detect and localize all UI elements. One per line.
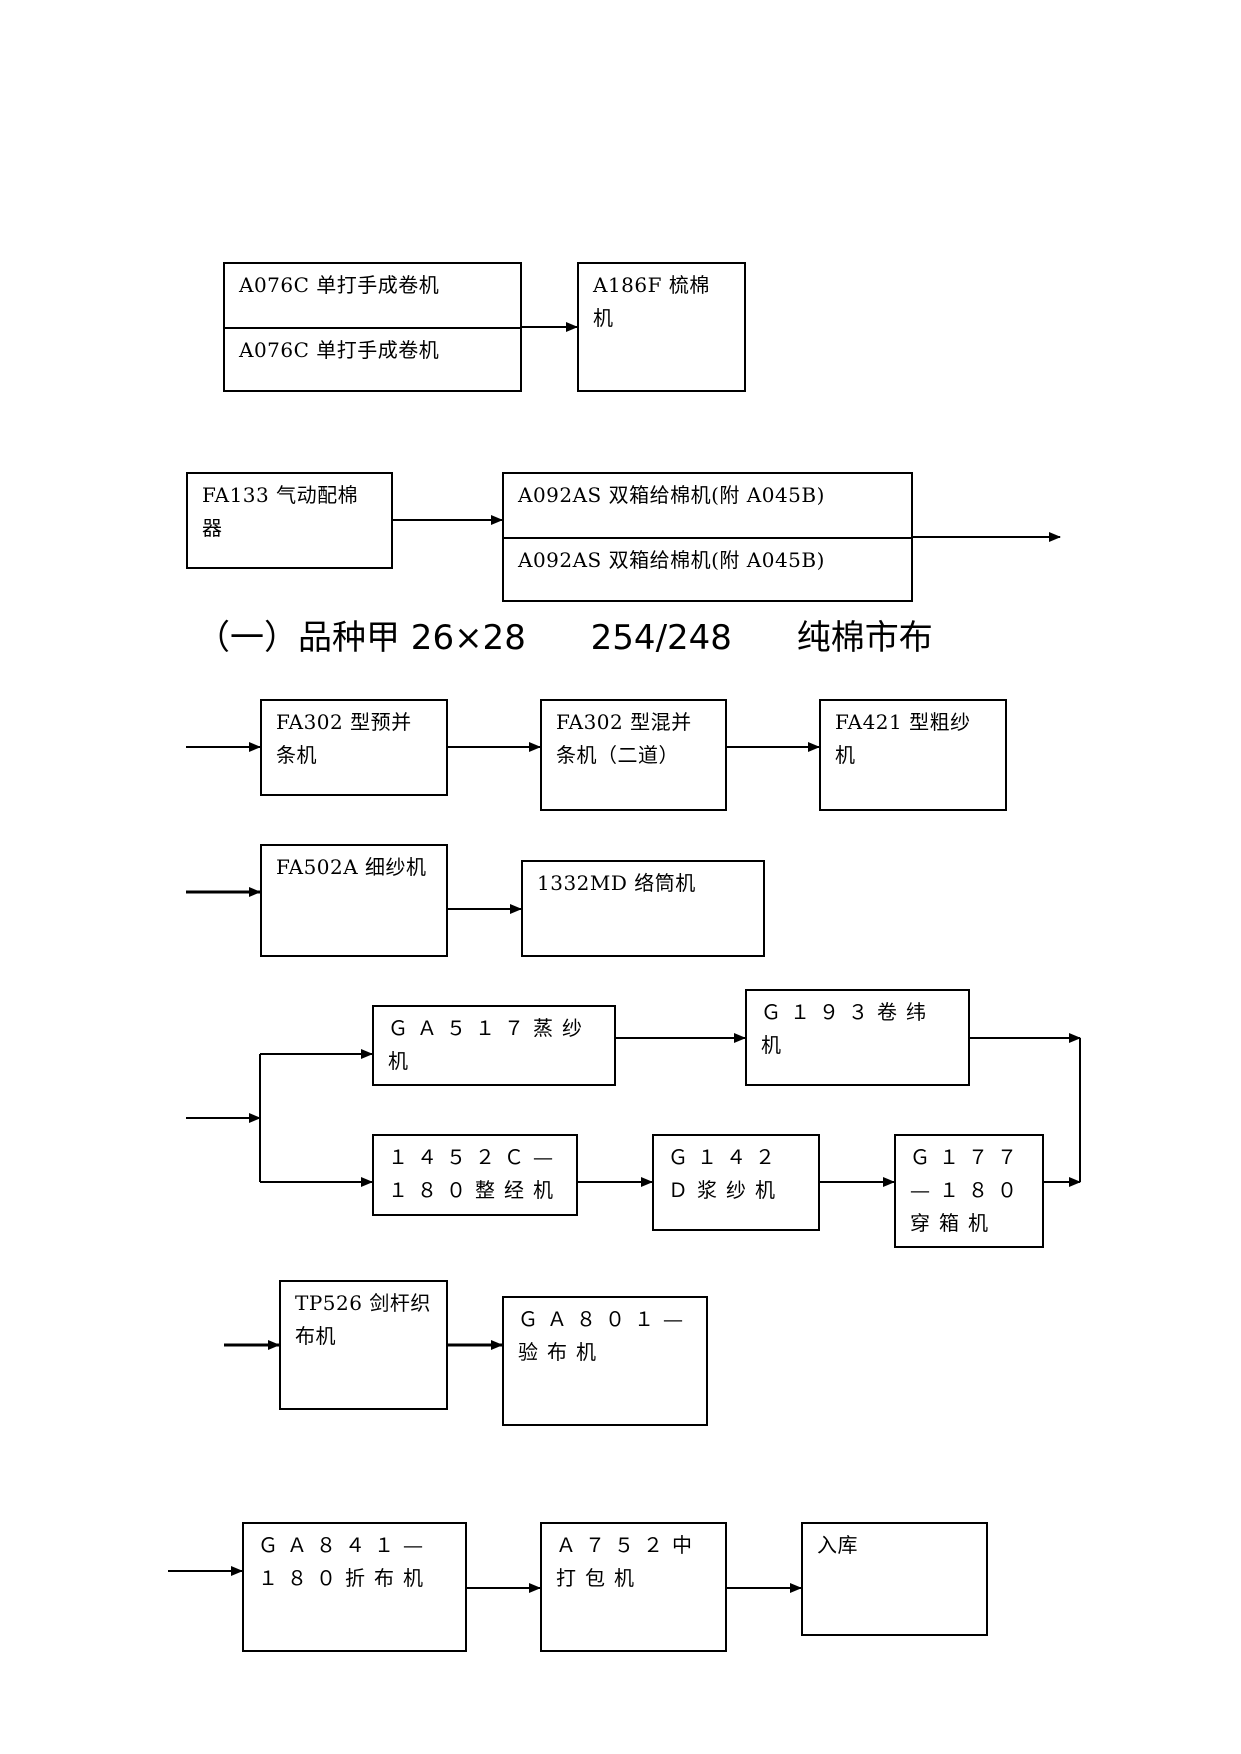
box-ga841: ＧＡ８４１—１８０折布机	[242, 1522, 467, 1652]
box-a752: Ａ７５２中打包机	[540, 1522, 727, 1652]
box-ga517: ＧＡ５１７蒸纱机	[372, 1005, 616, 1086]
box-a092as-top: A092AS 双箱给棉机(附 A045B)	[518, 483, 825, 507]
box-1332md: 1332MD 络筒机	[521, 860, 765, 957]
box-g142d: Ｇ１４２Ｄ浆纱机	[652, 1134, 820, 1231]
box-fa302-mix: FA302 型混并条机（二道）	[540, 699, 727, 811]
box-a186f: A186F 梳棉机	[577, 262, 746, 392]
box-fa502a: FA502A 细纱机	[260, 844, 448, 957]
box-1452c: １４５２Ｃ—１８０整经机	[372, 1134, 578, 1216]
box-a076c-top: A076C 单打手成卷机	[239, 273, 440, 297]
box-g193: Ｇ１９３卷纬机	[745, 989, 970, 1086]
box-a076c: A076C 单打手成卷机 A076C 单打手成卷机	[223, 262, 522, 392]
variety-heading: （一）品种甲 26×28 254/248 纯棉市布	[196, 618, 933, 658]
box-a076c-bottom: A076C 单打手成卷机	[225, 327, 520, 390]
box-a092as-bottom: A092AS 双箱给棉机(附 A045B)	[504, 537, 911, 600]
box-storage: 入库	[801, 1522, 988, 1636]
box-g177: Ｇ１７７—１８０穿箱机	[894, 1134, 1044, 1248]
box-tp526: TP526 剑杆织布机	[279, 1280, 448, 1410]
box-fa133: FA133 气动配棉器	[186, 472, 393, 569]
box-fa421: FA421 型粗纱机	[819, 699, 1007, 811]
box-a092as: A092AS 双箱给棉机(附 A045B) A092AS 双箱给棉机(附 A04…	[502, 472, 913, 602]
box-fa302-pre: FA302 型预并条机	[260, 699, 448, 796]
box-ga801: ＧＡ８０１—验布机	[502, 1296, 708, 1426]
